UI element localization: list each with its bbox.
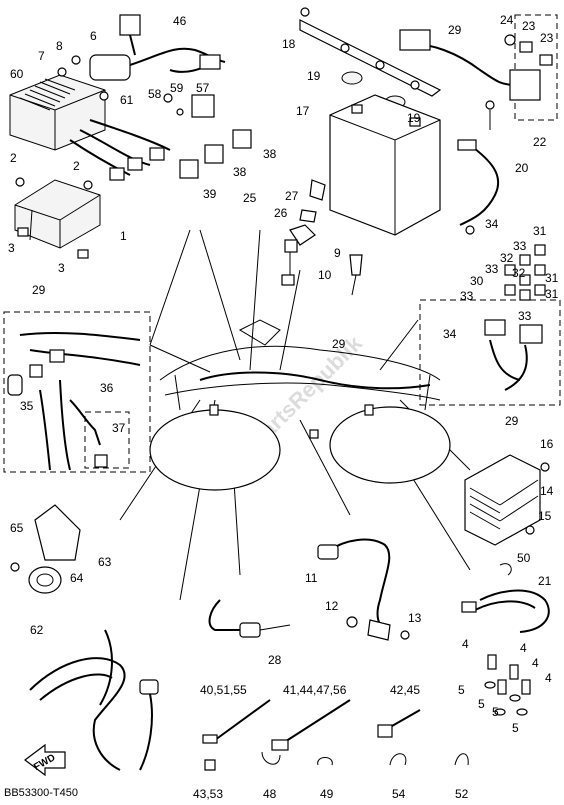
drawing-code: BB53300-T450	[4, 787, 78, 799]
callout-19a: 19	[307, 69, 321, 83]
callout-32b: 32	[512, 266, 526, 280]
sensor-right-group	[461, 563, 550, 716]
callout-2a: 2	[10, 151, 17, 165]
callout-labels: 46 6 7 8 60 61 58 59 57 38 38 39 2 2 1 3…	[8, 13, 559, 801]
callout-64: 64	[70, 571, 84, 585]
callout-30: 30	[470, 274, 484, 288]
callout-22: 22	[533, 135, 547, 149]
callout-34a: 34	[485, 217, 499, 231]
callout-34b: 34	[443, 327, 457, 341]
callout-11: 11	[305, 571, 318, 585]
callout-26: 26	[274, 206, 288, 220]
callout-54: 54	[392, 787, 406, 800]
callout-16: 16	[540, 437, 554, 451]
callout-38a: 38	[263, 147, 277, 161]
callout-20: 20	[515, 161, 529, 175]
callout-42-45: 42,45	[390, 683, 420, 697]
callout-33d: 33	[518, 309, 532, 323]
callout-28: 28	[268, 653, 282, 667]
callout-24: 24	[500, 13, 514, 27]
callout-29a: 29	[448, 23, 462, 37]
ecu-group	[9, 14, 252, 259]
callout-57: 57	[196, 81, 210, 95]
callout-5a: 5	[458, 683, 465, 697]
callout-6: 6	[90, 29, 97, 43]
callout-23a: 23	[522, 19, 536, 33]
callout-17: 17	[296, 104, 310, 118]
callout-58: 58	[148, 87, 162, 101]
callout-50: 50	[517, 551, 531, 565]
callout-52: 52	[455, 787, 469, 800]
callout-18: 18	[282, 37, 296, 51]
callout-5b: 5	[478, 697, 485, 711]
callout-8: 8	[56, 39, 63, 53]
callout-29d: 29	[32, 283, 46, 297]
callout-31a: 31	[533, 224, 547, 238]
callout-13: 13	[408, 611, 422, 625]
callout-33b: 33	[485, 262, 499, 276]
callout-25: 25	[243, 191, 257, 205]
callout-4c: 4	[532, 656, 539, 670]
callout-12: 12	[325, 599, 339, 613]
callout-1: 1	[120, 229, 127, 243]
ties-group	[202, 699, 469, 771]
callout-5c: 5	[492, 705, 499, 719]
callout-29c: 29	[332, 337, 346, 351]
callout-4d: 4	[545, 671, 552, 685]
connector-group	[419, 244, 561, 406]
callout-39: 39	[203, 187, 217, 201]
callout-19b: 19	[407, 111, 421, 125]
callout-59: 59	[170, 81, 184, 95]
callout-21: 21	[538, 574, 552, 588]
callout-48: 48	[263, 787, 277, 800]
callout-10: 10	[318, 268, 332, 282]
callout-37: 37	[112, 421, 126, 435]
callout-31b: 31	[545, 271, 559, 285]
callout-7: 7	[38, 49, 45, 63]
callout-29b: 29	[505, 414, 519, 428]
callout-40-51-55: 40,51,55	[200, 683, 247, 697]
callout-33c: 33	[460, 289, 474, 303]
callout-35: 35	[20, 399, 34, 413]
callout-65: 65	[10, 521, 24, 535]
callout-3b: 3	[58, 261, 65, 275]
callout-31c: 31	[545, 287, 559, 301]
sensor-group	[281, 179, 363, 296]
callout-61: 61	[120, 93, 134, 107]
horn-group	[10, 504, 81, 594]
callout-4a: 4	[462, 637, 469, 651]
callout-38b: 38	[233, 165, 247, 179]
callout-3a: 3	[8, 241, 15, 255]
callout-4b: 4	[520, 641, 527, 655]
callout-23b: 23	[540, 31, 554, 45]
harness-62	[24, 629, 159, 777]
sensor-lower-group	[208, 538, 410, 641]
vehicle-outline	[149, 319, 451, 491]
callout-62: 62	[30, 623, 44, 637]
callout-60: 60	[10, 67, 24, 81]
callout-63: 63	[98, 555, 112, 569]
callout-43-53: 43,53	[193, 787, 223, 800]
callout-46: 46	[173, 14, 187, 28]
callout-36: 36	[100, 381, 114, 395]
callout-32a: 32	[500, 251, 514, 265]
callout-15: 15	[538, 509, 552, 523]
battery-group	[299, 7, 558, 236]
callout-14: 14	[540, 484, 554, 498]
callout-2b: 2	[73, 159, 80, 173]
callout-49: 49	[320, 787, 334, 800]
callout-5d: 5	[512, 721, 519, 735]
callout-33a: 33	[513, 239, 527, 253]
callout-9: 9	[334, 246, 341, 260]
regulator-group	[464, 454, 550, 546]
callout-41-44-47-56: 41,44,47,56	[283, 683, 347, 697]
callout-27: 27	[285, 189, 299, 203]
inset-group	[3, 311, 151, 473]
